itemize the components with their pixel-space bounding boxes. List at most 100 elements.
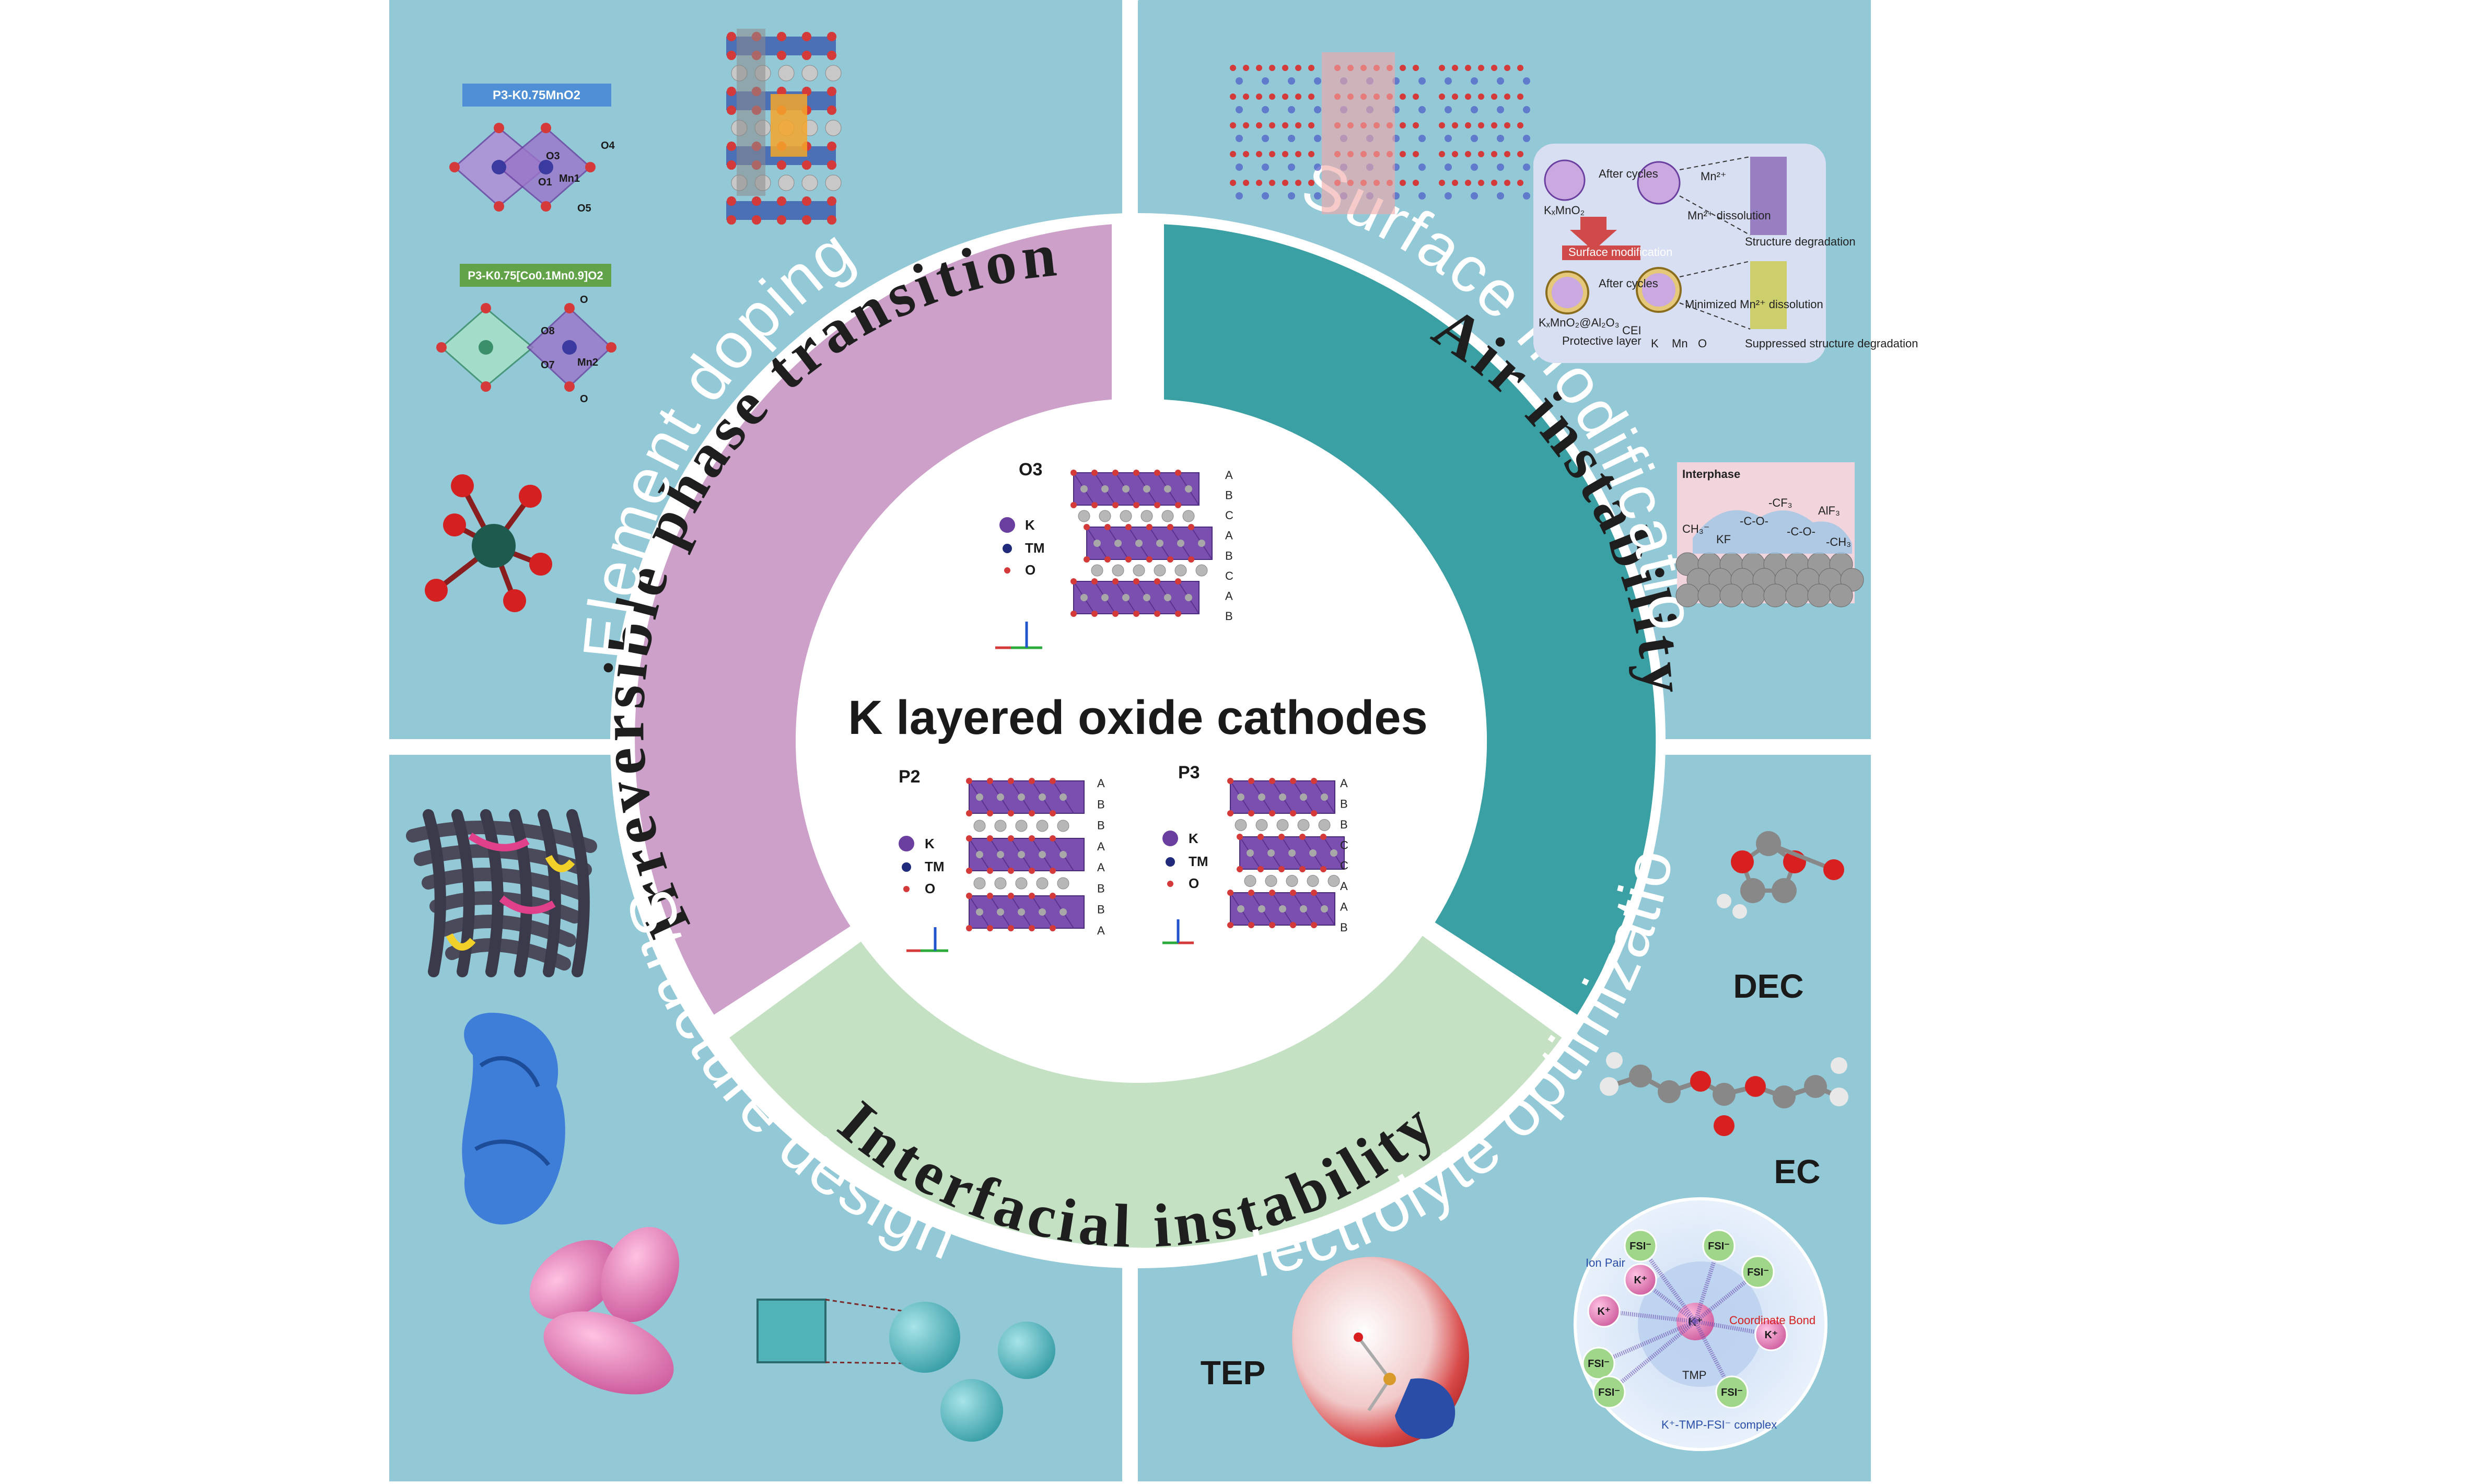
svg-text:B: B xyxy=(1340,797,1348,810)
svg-text:KₓMnO₂: KₓMnO₂ xyxy=(1544,204,1585,217)
o3-structure-icon: O3 K TM O xyxy=(995,460,1045,649)
svg-text:Mn: Mn xyxy=(1672,337,1688,350)
svg-text:FSI⁻: FSI⁻ xyxy=(1598,1387,1620,1398)
svg-text:TM: TM xyxy=(925,859,945,874)
svg-text:O: O xyxy=(925,881,935,896)
svg-text:A: A xyxy=(1225,529,1233,542)
svg-text:Mn²⁺: Mn²⁺ xyxy=(1701,170,1727,183)
svg-text:Mn2: Mn2 xyxy=(577,357,598,368)
svg-text:A: A xyxy=(1097,777,1105,790)
svg-text:FSI⁻: FSI⁻ xyxy=(1629,1241,1651,1252)
svg-text:Minimized Mn²⁺ dissolution: Minimized Mn²⁺ dissolution xyxy=(1685,298,1823,311)
p3-axes xyxy=(1162,919,1194,944)
o3-label: O3 xyxy=(1019,460,1042,480)
dopant-cluster-icon xyxy=(425,474,552,612)
esp-surface-icon xyxy=(1292,1257,1470,1447)
svg-text:B: B xyxy=(1340,921,1348,934)
svg-text:C: C xyxy=(1225,509,1233,522)
svg-text:Surface modification: Surface modification xyxy=(1568,246,1672,259)
svg-text:TM: TM xyxy=(1189,854,1208,869)
surface-lattice-icon xyxy=(1230,52,1530,214)
ec-label: EC xyxy=(1774,1153,1821,1190)
svg-text:AlF₃: AlF₃ xyxy=(1818,504,1840,517)
svg-text:-C-O-: -C-O- xyxy=(1740,515,1768,528)
svg-text:B: B xyxy=(1097,903,1105,916)
svg-text:C: C xyxy=(1225,569,1233,582)
svg-text:KF: KF xyxy=(1716,533,1731,546)
svg-text:FSI⁻: FSI⁻ xyxy=(1721,1387,1743,1398)
svg-text:K⁺: K⁺ xyxy=(1765,1329,1778,1341)
solvation-complex-icon: K⁺ FSI⁻FSI⁻K⁺FSI⁻K⁺K⁺FSI⁻FSI⁻FSI⁻ Ion Pa… xyxy=(1574,1197,1827,1451)
band-air-instability xyxy=(1164,224,1656,1015)
svg-text:O7: O7 xyxy=(541,359,555,371)
svg-text:Structure degradation: Structure degradation xyxy=(1745,235,1856,248)
o3-legend: K TM O xyxy=(999,517,1045,578)
svg-text:A: A xyxy=(1340,777,1348,790)
p3-legend: K TM O xyxy=(1162,831,1208,891)
svg-text:-CH₃: -CH₃ xyxy=(1826,535,1851,548)
svg-text:B: B xyxy=(1097,819,1105,832)
svg-text:B: B xyxy=(1097,882,1105,895)
svg-text:Protective layer: Protective layer xyxy=(1562,334,1642,347)
svg-text:A: A xyxy=(1340,880,1348,893)
svg-text:C: C xyxy=(1340,838,1348,851)
tep-label: TEP xyxy=(1201,1354,1265,1392)
doped-octahedra-2-icon: O O8 O7 Mn2 O xyxy=(436,294,616,405)
svg-text:A: A xyxy=(1340,901,1348,914)
surface-content: KₓMnO₂ After cycles Mn²⁺ dissolution Mn²… xyxy=(1230,52,1918,607)
svg-text:FSI⁻: FSI⁻ xyxy=(1588,1358,1610,1370)
svg-text:K⁺: K⁺ xyxy=(1598,1306,1611,1317)
svg-text:K⁺-TMP-FSI⁻ complex: K⁺-TMP-FSI⁻ complex xyxy=(1661,1418,1777,1431)
doping-label-2: P3-K0.75[Co0.1Mn0.9]O2 xyxy=(468,269,603,282)
surface-scheme-icon: KₓMnO₂ After cycles Mn²⁺ dissolution Mn²… xyxy=(1539,156,1918,350)
svg-text:KₓMnO₂@Al₂O₃: KₓMnO₂@Al₂O₃ xyxy=(1539,316,1620,329)
svg-text:Coordinate Bond: Coordinate Bond xyxy=(1729,1314,1815,1327)
svg-text:TMP: TMP xyxy=(1682,1369,1706,1382)
svg-text:Suppressed structure degradati: Suppressed structure degradation xyxy=(1745,337,1918,350)
electrolyte-content: DEC EC TEP xyxy=(1201,831,1848,1451)
svg-text:Interphase: Interphase xyxy=(1682,468,1740,481)
svg-text:After cycles: After cycles xyxy=(1599,277,1658,290)
svg-text:K: K xyxy=(1651,337,1659,350)
svg-text:B: B xyxy=(1225,610,1233,623)
p3-label: P3 xyxy=(1178,763,1200,782)
svg-text:CH₃⁻: CH₃⁻ xyxy=(1682,522,1709,535)
molecule-icon-chain xyxy=(1600,1052,1848,1136)
svg-text:Mn1: Mn1 xyxy=(559,173,580,184)
svg-text:Ion Pair: Ion Pair xyxy=(1586,1256,1625,1269)
p2-structure-icon: P2 K TM O xyxy=(899,767,948,952)
doped-layer-icon xyxy=(726,29,842,225)
svg-text:A: A xyxy=(1225,589,1233,602)
p3-structure-icon: P3 K TM O xyxy=(1162,763,1208,944)
svg-text:B: B xyxy=(1097,798,1105,811)
dec-label: DEC xyxy=(1733,967,1803,1005)
svg-text:C: C xyxy=(1340,859,1348,872)
doping-label-2-box xyxy=(460,264,611,287)
svg-text:O: O xyxy=(580,393,588,405)
svg-text:A: A xyxy=(1225,469,1233,482)
svg-text:O8: O8 xyxy=(541,325,555,337)
p2-label: P2 xyxy=(899,767,921,787)
doped-octahedra-icon: O3 O4 O1 Mn1 O5 xyxy=(449,123,615,214)
svg-text:O4: O4 xyxy=(601,140,615,151)
svg-text:FSI⁻: FSI⁻ xyxy=(1747,1267,1769,1278)
svg-text:CEI: CEI xyxy=(1622,324,1642,337)
svg-text:B: B xyxy=(1225,549,1233,562)
svg-text:After cycles: After cycles xyxy=(1599,167,1658,180)
svg-text:Mn²⁺ dissolution: Mn²⁺ dissolution xyxy=(1687,209,1771,222)
svg-text:-C-O-: -C-O- xyxy=(1787,525,1815,538)
svg-text:O: O xyxy=(1189,875,1199,891)
svg-text:O: O xyxy=(1025,562,1035,578)
o3-axes xyxy=(995,622,1042,649)
svg-text:A: A xyxy=(1097,924,1105,937)
divider-top xyxy=(1122,0,1138,225)
svg-text:O5: O5 xyxy=(577,203,591,214)
band-phase-transition xyxy=(635,224,1112,1015)
interphase-icon: Interphase -CF₃ AlF₃ CH₃⁻ -C-O- KF -C-O-… xyxy=(1675,462,1864,607)
doping-content: P3-K0.75MnO2 O3 O4 O1 Mn1 O5 P3-K0.75[Co… xyxy=(425,29,842,612)
